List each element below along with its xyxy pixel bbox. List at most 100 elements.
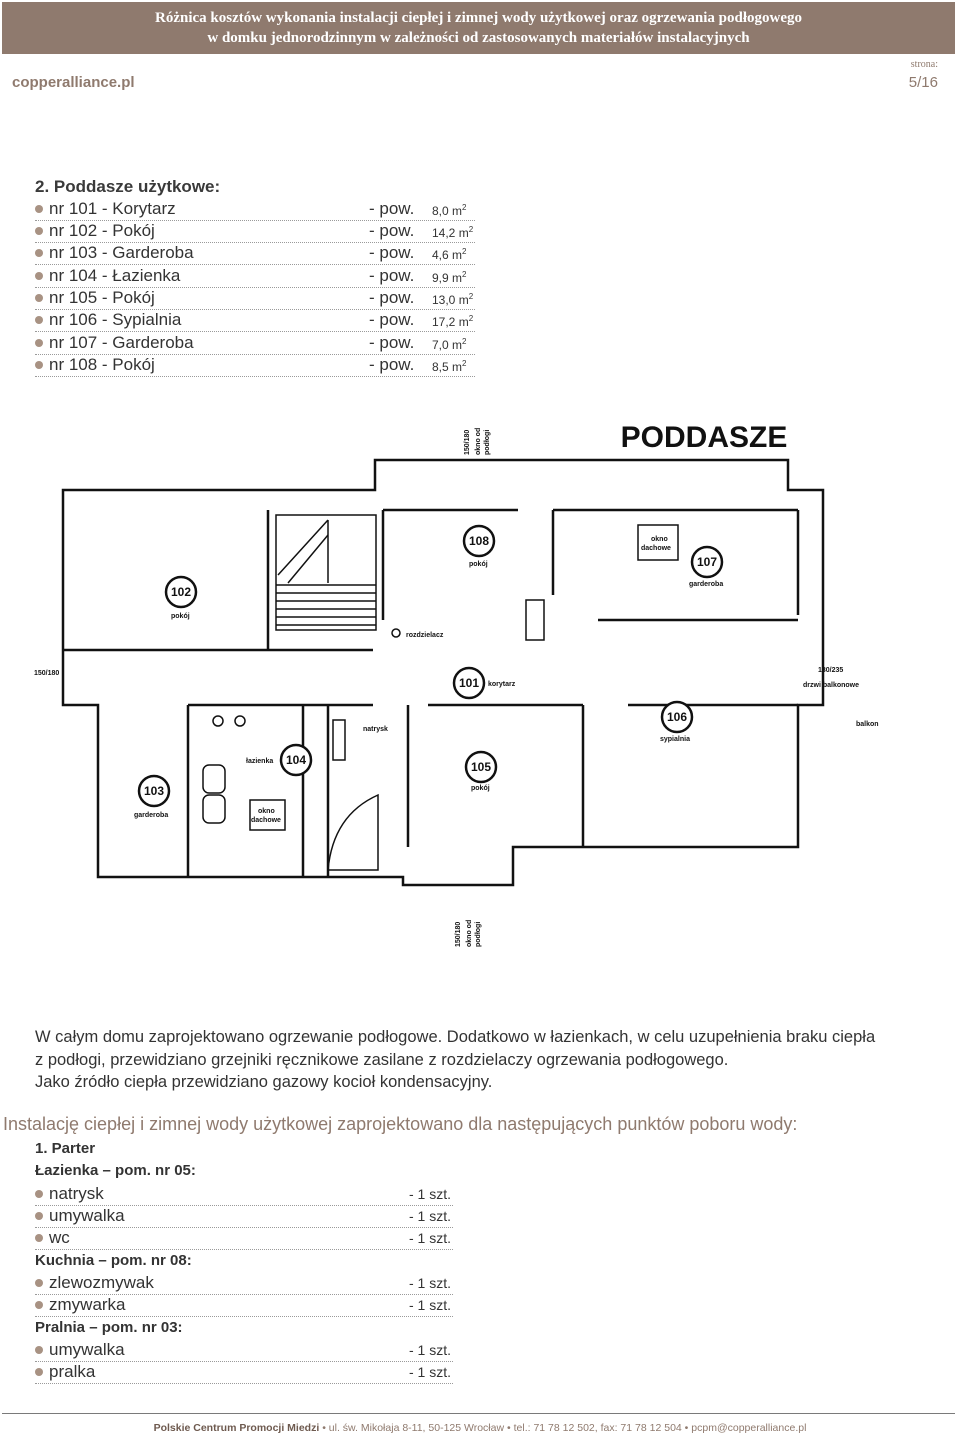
- room-106-marker: [660, 700, 694, 734]
- point-name: natrysk: [49, 1184, 104, 1203]
- room-name: nr 101 - Korytarz: [49, 199, 176, 218]
- point-qty: - 1 szt.: [408, 1186, 451, 1202]
- point-name: zmywarka: [49, 1295, 126, 1314]
- point-name: pralka: [49, 1362, 96, 1381]
- label-rozdzielacz: rozdzielacz: [406, 632, 444, 639]
- room-pow-label: - pow.: [369, 333, 415, 352]
- point-qty: - 1 szt.: [408, 1275, 451, 1291]
- group-heading: Kuchnia – pom. nr 08:: [35, 1252, 192, 1269]
- point-row: pralka - 1 szt.: [35, 1362, 453, 1384]
- room-row: nr 101 - Korytarz - pow. 8,0 m2: [35, 199, 475, 221]
- room-105-number: 105: [471, 760, 491, 774]
- sink-icon: [234, 715, 246, 727]
- room-102-number: 102: [171, 585, 191, 599]
- footer-org: Polskie Centrum Promocji Miedzi: [153, 1422, 320, 1434]
- room-102-marker: [164, 575, 198, 609]
- bullet-icon: [35, 249, 43, 257]
- group-heading: Pralnia – pom. nr 03:: [35, 1319, 183, 1336]
- label-lazienka: łazienka: [246, 758, 273, 765]
- room-pow-label: - pow.: [369, 243, 415, 262]
- room-area: 14,2 m2: [432, 225, 474, 240]
- room-name: nr 104 - Łazienka: [49, 266, 181, 285]
- label-window-left: 150/180: [34, 670, 59, 677]
- room-108-marker: [462, 524, 496, 558]
- point-row: umywalka - 1 szt.: [35, 1206, 453, 1228]
- page-label: strona:: [910, 59, 938, 70]
- room-104-number: 104: [286, 753, 306, 767]
- points-heading: Instalację ciepłej i zimnej wody użytkow…: [3, 1114, 798, 1134]
- document-title-line1: Różnica kosztów wykonania instalacji cie…: [154, 10, 803, 26]
- room-103-number: 103: [144, 784, 164, 798]
- room-101-number: 101: [459, 676, 479, 690]
- heating-description: W całym domu zaprojektowano ogrzewanie p…: [35, 1026, 935, 1094]
- point-row: wc - 1 szt.: [35, 1228, 453, 1250]
- room-row: nr 106 - Sypialnia - pow. 17,2 m2: [35, 310, 475, 332]
- point-qty: - 1 szt.: [408, 1364, 451, 1380]
- bullet-icon: [35, 1346, 43, 1354]
- group-heading: Łazienka – pom. nr 05:: [35, 1162, 196, 1179]
- point-name: zlewozmywak: [49, 1273, 154, 1292]
- level-heading: 1. Parter: [35, 1140, 96, 1157]
- label-sypialnia: sypialnia: [660, 736, 690, 743]
- bullet-icon: [35, 361, 43, 369]
- paragraph-line: z podłogi, przewidziano grzejniki ręczni…: [35, 1050, 729, 1069]
- label-drzwi-dim: 180/235: [818, 667, 843, 674]
- label-natrysk: natrysk: [363, 726, 388, 733]
- room-pow-label: - pow.: [369, 221, 415, 240]
- room-pow-label: - pow.: [369, 266, 415, 285]
- room-name: nr 103 - Garderoba: [49, 243, 194, 262]
- bullet-icon: [35, 1190, 43, 1198]
- room-row: nr 102 - Pokój - pow. 14,2 m2: [35, 221, 475, 243]
- room-103-marker: [137, 774, 171, 808]
- room-area: 13,0 m2: [432, 292, 474, 307]
- room-106-number: 106: [667, 710, 687, 724]
- bullet-icon: [35, 316, 43, 324]
- label-window-top-2: podłogi: [484, 430, 491, 455]
- label-garderoba-103: garderoba: [134, 812, 168, 819]
- bullet-icon: [35, 1301, 43, 1309]
- paragraph-line: Jako źródło ciepła przewidziano gazowy k…: [35, 1073, 493, 1091]
- room-name: nr 102 - Pokój: [49, 221, 155, 240]
- point-qty: - 1 szt.: [408, 1230, 451, 1246]
- bullet-icon: [35, 1368, 43, 1376]
- room-104-marker: [279, 743, 313, 777]
- point-qty: - 1 szt.: [408, 1208, 451, 1224]
- room-pow-label: - pow.: [369, 199, 415, 218]
- room-area: 8,0 m2: [432, 203, 467, 218]
- room-107-marker: [690, 545, 724, 579]
- room-row: nr 107 - Garderoba - pow. 7,0 m2: [35, 333, 475, 355]
- point-qty: - 1 szt.: [408, 1297, 451, 1313]
- room-row: nr 103 - Garderoba - pow. 4,6 m2: [35, 243, 475, 265]
- plan-title: PODDASZE: [621, 421, 788, 454]
- footer-separator: •: [507, 1422, 511, 1434]
- roof-window-icon: [637, 524, 679, 561]
- point-name: umywalka: [49, 1206, 125, 1225]
- label-okno-dachowe-104b: dachowe: [251, 817, 281, 824]
- room-pow-label: - pow.: [369, 355, 415, 374]
- room-pow-label: - pow.: [369, 288, 415, 307]
- floor-plan: PODDASZE 101 102 103 104 105 106 107 108…: [34, 421, 879, 947]
- paragraph-line: W całym domu zaprojektowano ogrzewanie p…: [35, 1028, 876, 1046]
- room-101-marker: [452, 666, 486, 700]
- point-row: zlewozmywak - 1 szt.: [35, 1273, 453, 1295]
- label-window-bottom-2: podłogi: [475, 922, 482, 947]
- footer-rule: [2, 1413, 955, 1414]
- room-area: 17,2 m2: [432, 314, 474, 329]
- room-name: nr 107 - Garderoba: [49, 333, 194, 352]
- manifold-icon: [391, 628, 401, 638]
- room-area: 7,0 m2: [432, 337, 467, 352]
- label-pokoj-105: pokój: [471, 785, 490, 792]
- room-name: nr 108 - Pokój: [49, 355, 155, 374]
- bullet-icon: [35, 272, 43, 280]
- label-pokoj-108: pokój: [469, 561, 488, 568]
- label-window-top-1: okno od: [475, 428, 482, 455]
- label-garderoba-107: garderoba: [689, 581, 723, 588]
- document-title-line2: w domku jednorodzinnym w zależności od z…: [207, 30, 750, 46]
- page-number: 5/16: [908, 74, 938, 91]
- sink-icon: [212, 715, 224, 727]
- footer-email[interactable]: pcpm@copperalliance.pl: [691, 1422, 807, 1434]
- label-okno-dachowe-104: okno: [258, 808, 275, 815]
- toilet-icon: [202, 764, 226, 794]
- site-link[interactable]: copperalliance.pl: [12, 74, 135, 91]
- room-area: 8,5 m2: [432, 359, 467, 374]
